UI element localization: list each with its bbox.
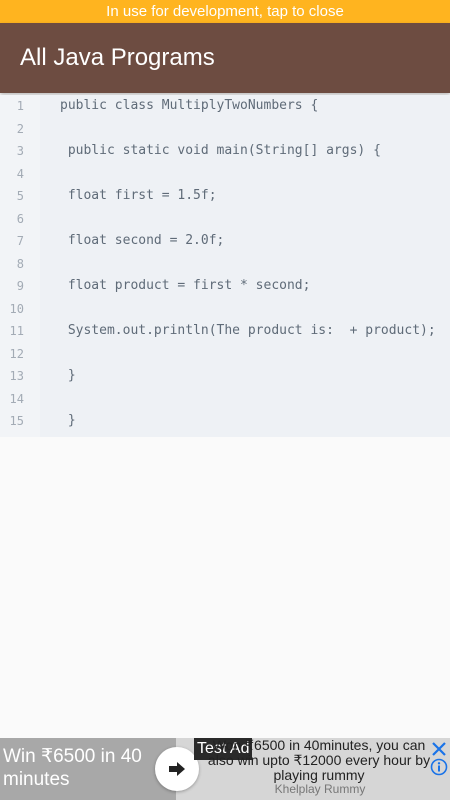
ad-headline: Win ₹6500 in 40 minutes — [3, 746, 142, 790]
line-number: 7 — [16, 234, 24, 248]
line-number-gutter — [0, 95, 40, 437]
ad-left-panel[interactable]: Win ₹6500 in 40 minutes — [0, 738, 176, 800]
app-bar: All Java Programs — [0, 23, 450, 93]
code-line: 9 float product = first * second; — [0, 275, 450, 298]
code-text: } — [60, 368, 76, 383]
line-number: 1 — [16, 99, 24, 113]
code-line: 6 — [0, 208, 450, 231]
line-number: 4 — [16, 166, 24, 181]
code-text: float first = 1.5f; — [60, 188, 217, 203]
arrow-right-icon — [169, 762, 185, 776]
line-number: 8 — [16, 256, 24, 271]
code-line: 8 — [0, 253, 450, 276]
line-number: 11 — [9, 324, 24, 338]
info-icon[interactable] — [430, 758, 448, 776]
code-line: 12 — [0, 343, 450, 366]
test-ad-badge: Test Ad — [194, 738, 253, 760]
code-block: 1 public class MultiplyTwoNumbers { 2 3 pub… — [0, 95, 450, 437]
code-text: System.out.println(The product is: + pro… — [60, 323, 436, 338]
code-text: float product = first * second; — [60, 278, 311, 293]
code-line: 3 public static void main(String[] args)… — [0, 140, 450, 163]
code-line: 11 System.out.println(The product is: + … — [0, 320, 450, 343]
code-text: } — [60, 413, 76, 428]
line-number: 12 — [9, 346, 24, 361]
line-number: 10 — [9, 301, 24, 316]
code-text: float second = 2.0f; — [60, 233, 225, 248]
line-number: 14 — [9, 391, 24, 406]
ad-description: Won ₹6500 in 40minutes, you can also win… — [207, 737, 431, 783]
code-line: 10 — [0, 298, 450, 321]
code-text: public static void main(String[] args) { — [60, 143, 381, 158]
line-number: 3 — [16, 144, 24, 158]
ad-sponsor: Khelplay Rummy — [274, 782, 366, 796]
code-line: 13 } — [0, 365, 450, 388]
close-icon[interactable] — [430, 740, 448, 758]
line-number: 9 — [16, 279, 24, 293]
page-title: All Java Programs — [20, 44, 215, 71]
line-number: 2 — [16, 121, 24, 136]
code-line: 15 } — [0, 410, 450, 433]
line-number: 6 — [16, 211, 24, 226]
code-line: 5 float first = 1.5f; — [0, 185, 450, 208]
line-number: 13 — [9, 369, 24, 383]
code-line: 2 — [0, 118, 450, 141]
code-line: 1 public class MultiplyTwoNumbers { — [0, 95, 450, 118]
dev-mode-banner[interactable]: In use for development, tap to close — [0, 0, 450, 23]
ad-cta-button[interactable] — [155, 747, 199, 791]
code-line: 7 float second = 2.0f; — [0, 230, 450, 253]
line-number: 15 — [9, 414, 24, 428]
code-text: public class MultiplyTwoNumbers { — [60, 98, 319, 113]
ad-banner[interactable]: Win ₹6500 in 40 minutes Test Ad Won ₹650… — [0, 738, 450, 800]
line-number: 5 — [16, 189, 24, 203]
code-line: 4 — [0, 163, 450, 186]
code-line: 14 — [0, 388, 450, 411]
